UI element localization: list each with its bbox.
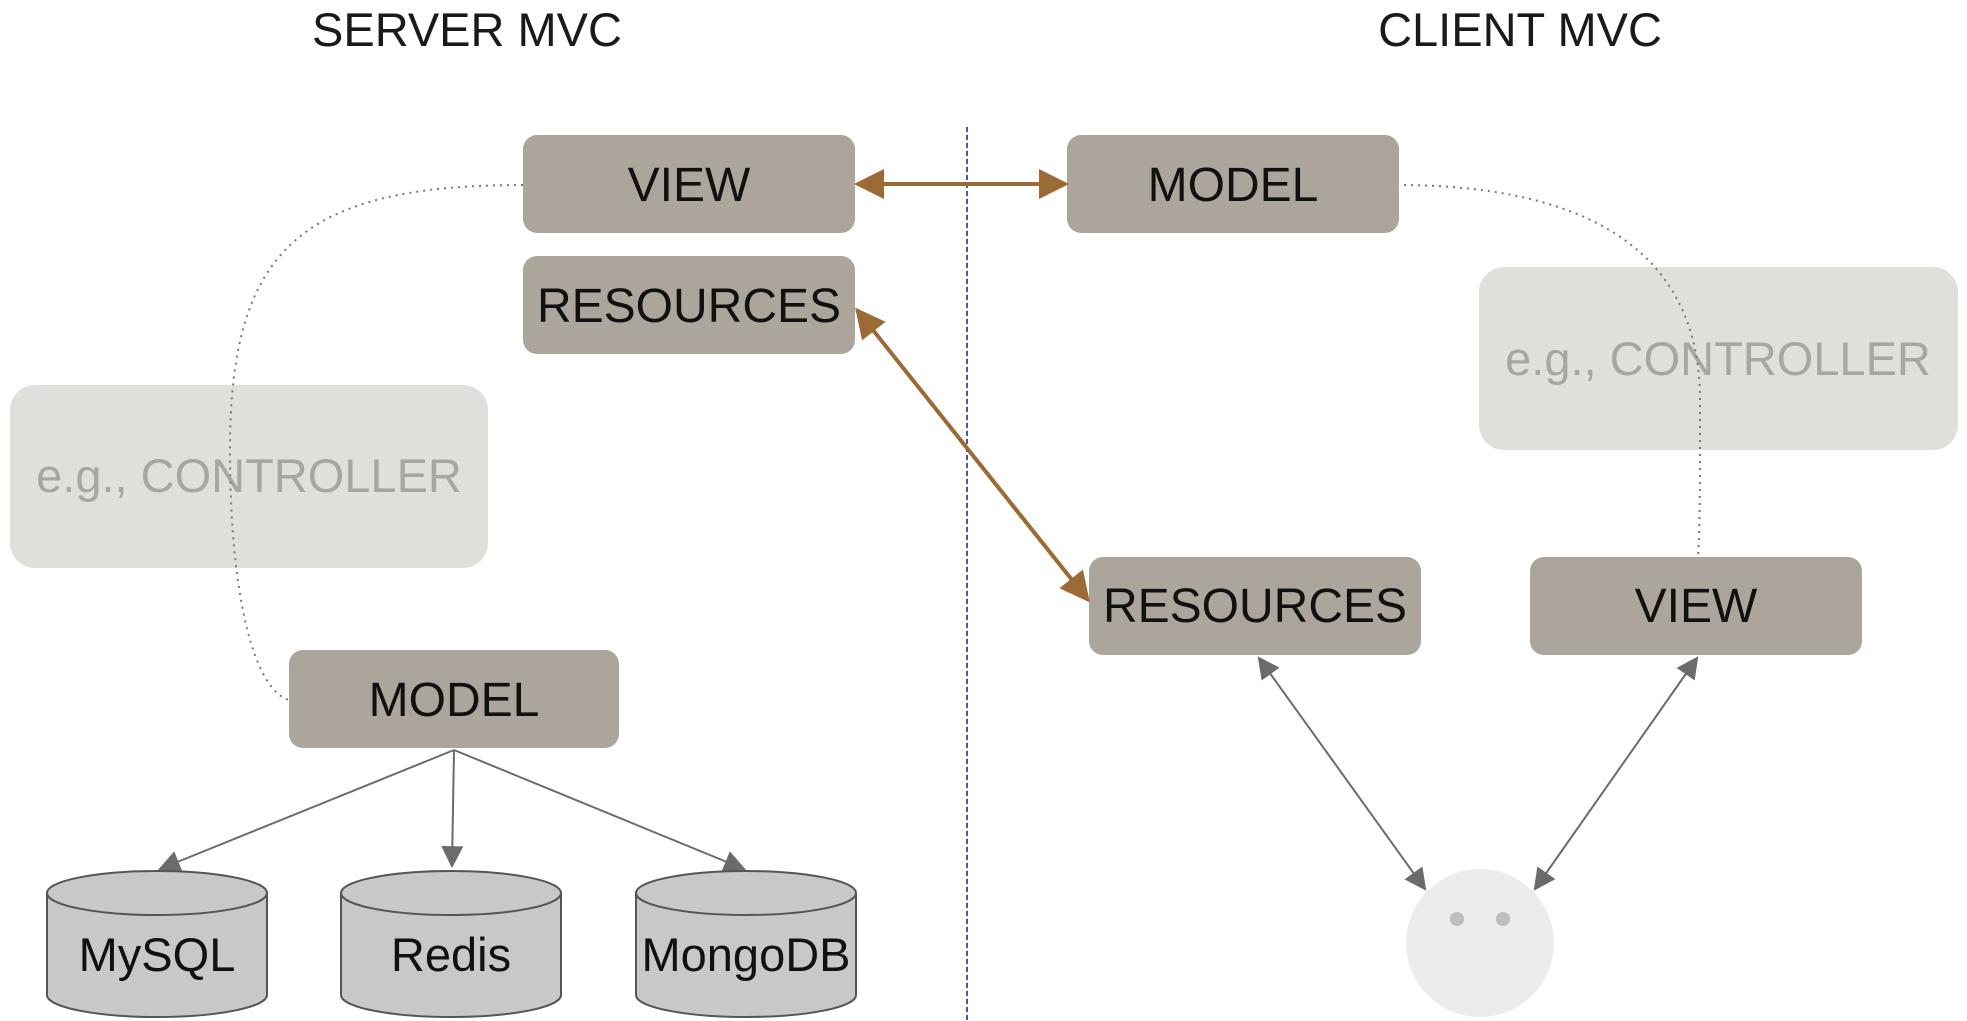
model-to-redis-arrow [441, 749, 464, 869]
mongodb-database-icon [635, 870, 857, 1018]
redis-label: Redis [391, 928, 511, 981]
server-view-label: VIEW [628, 159, 751, 212]
model-to-mongodb-arrow [453, 749, 747, 872]
server-view-box [523, 135, 855, 233]
face-view-arrow [1533, 656, 1699, 891]
server-model-label: MODEL [369, 674, 540, 727]
resources-resources-arrow [855, 307, 1090, 603]
mongodb-label: MongoDB [642, 928, 851, 981]
server-resources-box [523, 256, 855, 354]
client-heading: CLIENT MVC [1378, 3, 1662, 56]
client-flow-dotted-line [1396, 184, 1702, 558]
client-model-box [1067, 135, 1399, 233]
server-heading: SERVER MVC [312, 3, 622, 56]
server-resources-label: RESOURCES [537, 280, 841, 333]
client-view-label: VIEW [1635, 580, 1758, 633]
server-controller-box [10, 385, 488, 568]
face-resources-arrow [1257, 656, 1427, 891]
model-to-mysql-arrow [157, 749, 455, 872]
redis-database-icon [340, 870, 562, 1018]
client-view-box [1530, 557, 1862, 655]
client-controller-box [1479, 267, 1958, 450]
client-resources-label: RESOURCES [1103, 580, 1407, 633]
client-model-label: MODEL [1148, 159, 1319, 212]
client-resources-box [1089, 557, 1421, 655]
mysql-label: MySQL [79, 928, 236, 981]
client-controller-label: e.g., CONTROLLER [1505, 332, 1931, 385]
server-model-box [289, 650, 619, 748]
mysql-database-icon [46, 870, 268, 1018]
user-face-icon [1406, 869, 1554, 1017]
server-controller-label: e.g., CONTROLLER [36, 449, 462, 502]
